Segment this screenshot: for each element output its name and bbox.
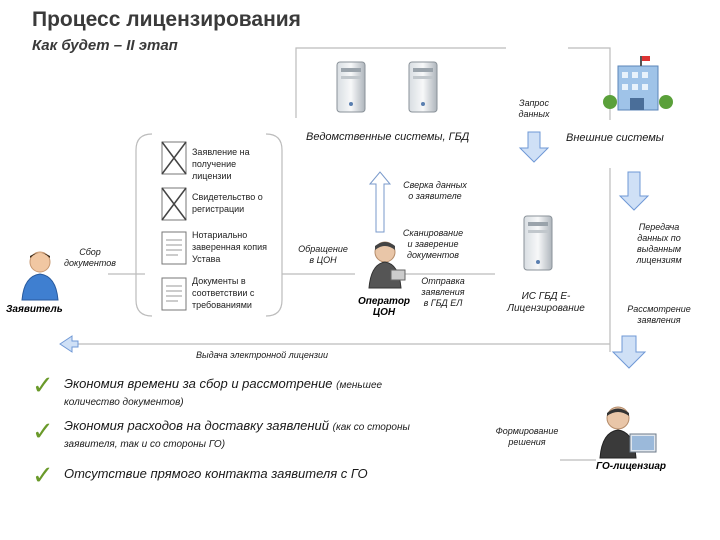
collect-label: Сбор документов xyxy=(64,247,116,268)
benefit-time-main: Экономия времени за сбор и рассмотрение xyxy=(64,376,333,391)
doc-requirements: Документы в соответствии с требованиями xyxy=(192,276,255,310)
external-label: Внешние системы xyxy=(566,132,664,144)
is-gbd-label: ИС ГБД Е-Лицензирование xyxy=(507,291,585,314)
review-label: Рассмотрение заявления xyxy=(627,304,691,325)
documents-bracket-left xyxy=(135,133,153,317)
benefit-cost-main: Экономия расходов на доставку заявлений xyxy=(64,418,330,433)
issue-label: Выдача электронной лицензии xyxy=(196,350,329,360)
server-icon xyxy=(405,60,441,121)
operator-label: Оператор ЦОН xyxy=(357,296,411,318)
document-icon xyxy=(160,186,188,227)
check-label: Сверка данных о заявителе xyxy=(403,180,467,201)
check-arrow xyxy=(368,171,392,233)
benefit-time-note: (меньшее xyxy=(336,380,383,391)
doc-application: Заявление на получение лицензии xyxy=(192,147,250,181)
building-icon xyxy=(600,52,676,123)
operator-icon xyxy=(596,404,662,465)
page-subtitle: Как будет – II этап xyxy=(32,37,178,54)
benefit-cost: Экономия расходов на доставку заявлений … xyxy=(64,418,410,452)
server-icon xyxy=(333,60,369,121)
issue-arrow xyxy=(59,335,79,353)
request-arrow xyxy=(518,131,550,163)
documents-bracket-right xyxy=(265,133,283,317)
contact-label: Обращение в ЦОН xyxy=(298,244,348,265)
server-icon xyxy=(520,214,556,279)
document-icon xyxy=(160,230,188,271)
person-icon xyxy=(20,250,60,307)
document-icon xyxy=(160,140,188,181)
departmental-label: Ведомственные системы, ГБД xyxy=(306,131,470,143)
request-label: Запрос данных xyxy=(518,98,550,119)
send-label: Отправка заявления в ГБД ЕЛ xyxy=(421,276,465,308)
transfer-arrow xyxy=(618,171,650,211)
benefit-cost-cont: заявителя, так и со стороны ГО) xyxy=(64,439,226,450)
departmental-frame xyxy=(295,47,506,118)
decision-label: Формирование решения xyxy=(495,426,559,447)
benefit-time-cont: количество документов) xyxy=(64,397,184,408)
benefit-cost-note: (как со стороны xyxy=(332,422,410,433)
doc-charter: Нотариально заверенная копия Устава xyxy=(192,230,267,264)
checkmark-icon: ✓ xyxy=(32,460,54,490)
licensor-label: ГО-лицензиар xyxy=(596,461,667,472)
scan-label: Сканирование и заверение документов xyxy=(402,228,464,260)
page-title: Процесс лицензирования xyxy=(32,8,301,31)
benefit-contact: Отсутствие прямого контакта заявителя с … xyxy=(64,466,368,481)
applicant-label: Заявитель xyxy=(6,304,63,315)
transfer-label: Передача данных по выданным лицензиям xyxy=(636,222,682,265)
doc-registration: Свидетельство о регистрации xyxy=(192,192,263,214)
checkmark-icon: ✓ xyxy=(32,416,54,446)
benefit-time: Экономия времени за сбор и рассмотрение … xyxy=(64,376,382,410)
document-icon xyxy=(160,276,188,317)
review-arrow xyxy=(611,335,647,369)
operator-icon xyxy=(367,240,407,295)
checkmark-icon: ✓ xyxy=(32,370,54,400)
